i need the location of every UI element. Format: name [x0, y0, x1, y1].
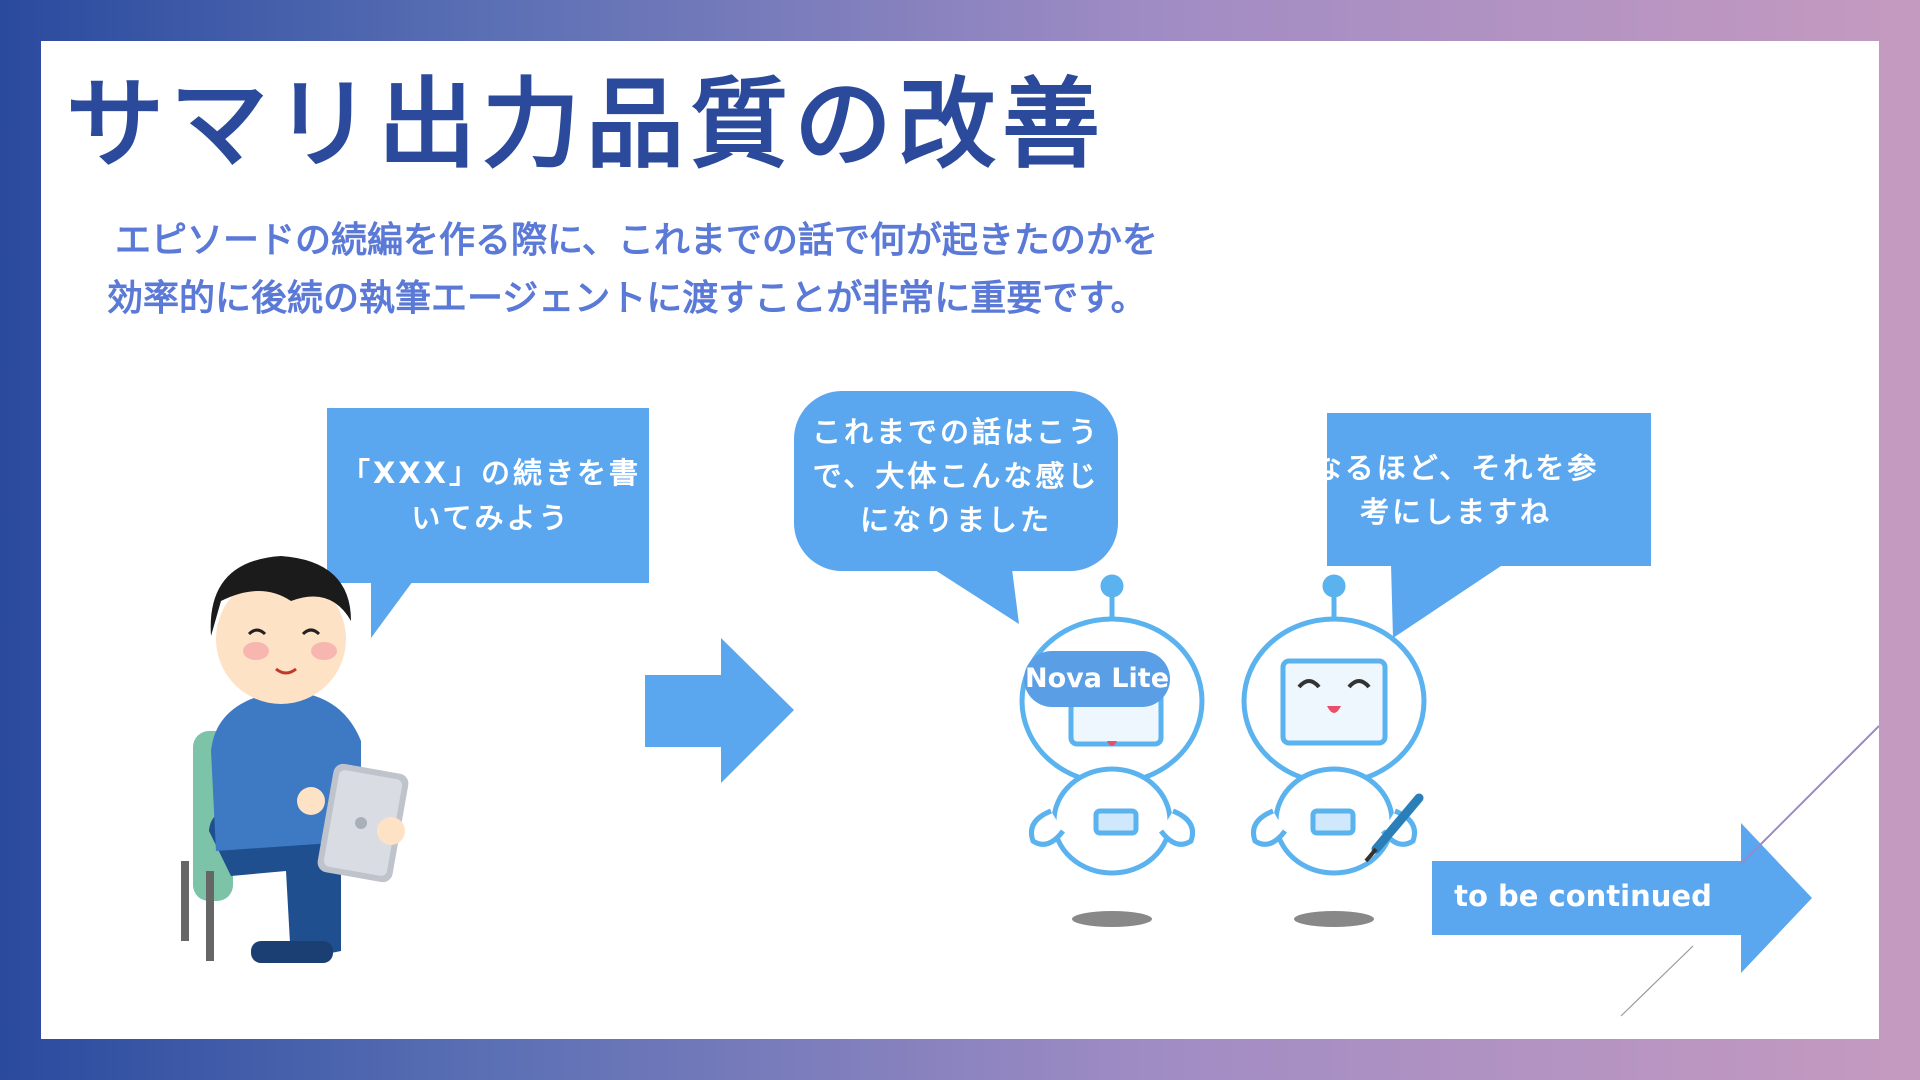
user-speech-bubble [327, 408, 649, 638]
person-with-tablet-illustration [181, 556, 409, 963]
nova-bubble-text: になりました [859, 503, 1052, 537]
decor-line [1620, 945, 1694, 1017]
slide-graphics [181, 391, 1879, 1017]
nova-bubble-text: で、大体こんな感じ [812, 459, 1100, 493]
description-line: エピソードの続編を作る際に、これまでの話で何が起きたのかを [115, 220, 1158, 261]
description-line: 効率的に後続の執筆エージェントに渡すことが非常に重要です。 [107, 278, 1147, 319]
robot-name-badge: Nova Lite [1024, 651, 1170, 707]
right-arrow-icon [645, 638, 794, 783]
robot-icon [1241, 574, 1427, 927]
nova-bubble-text: これまでの話はこう [811, 415, 1100, 449]
continued-arrow [1432, 823, 1812, 973]
user-bubble-text: 「XXX」の続きを書 [340, 456, 642, 490]
writer-speech-bubble [1327, 413, 1651, 638]
decor-line [1740, 725, 1879, 865]
nova-speech-bubble [794, 391, 1118, 624]
slide: サマリ出力品質の改善 エピソードの続編を作る際に、これまでの話で何が起きたのかを… [41, 41, 1879, 1039]
writer-bubble-text: 考にしますね [1359, 495, 1552, 529]
continued-label: to be continued [1454, 879, 1712, 913]
robot-icon [1019, 574, 1205, 927]
writer-bubble-text: なるほど、それを参 [1312, 451, 1600, 485]
pen-icon [1364, 793, 1424, 863]
user-bubble-text: いてみよう [411, 501, 571, 535]
page-title: サマリ出力品質の改善 [66, 68, 1107, 182]
